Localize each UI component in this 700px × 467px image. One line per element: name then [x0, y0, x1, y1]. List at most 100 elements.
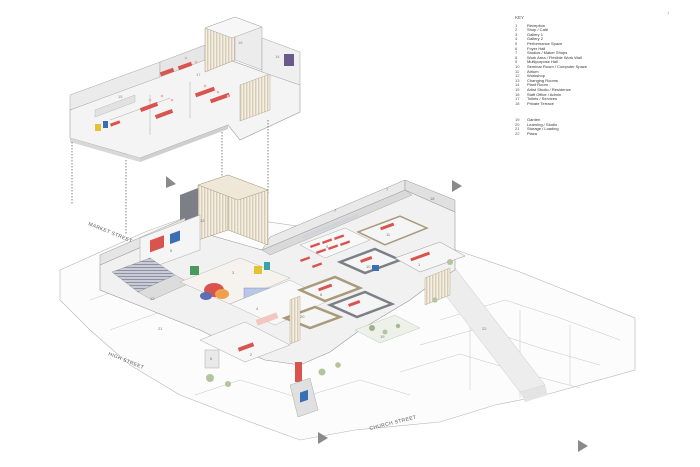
- ground-room-labels: 12 5 3 4 6 2 1 9 10 8 11 7 7 18 19 20 21…: [150, 187, 487, 361]
- legend-item-number: 13: [515, 77, 520, 83]
- legend-item-label: Garden: [527, 117, 541, 123]
- upper-room-number: 17: [196, 72, 201, 77]
- framed-room-d: [326, 290, 396, 319]
- room-number: 7: [334, 208, 337, 213]
- room-number: 21: [158, 326, 163, 331]
- room-number: 18: [430, 196, 435, 201]
- timber-slat-panel-mid: [289, 295, 301, 345]
- legend-item: 22 Plaza: [515, 131, 655, 137]
- room-number: 6: [210, 356, 213, 361]
- legend-item-number: 4: [515, 36, 518, 42]
- reception-area: [199, 321, 291, 363]
- legend-item-label: Performance Space: [527, 40, 563, 46]
- framed-room-a: [356, 215, 429, 246]
- room-number: 8: [320, 292, 323, 297]
- sculpture-blue: [200, 292, 212, 300]
- courtyard-garden: [354, 314, 421, 344]
- view-arrow: [166, 176, 176, 188]
- legend-item-label: Toilets / Services: [527, 96, 558, 102]
- entrance-mark: [295, 362, 302, 382]
- gallery-panel-teal: [264, 262, 270, 270]
- upper-room-number: 16: [238, 40, 243, 45]
- site-plan: [59, 174, 636, 452]
- legend-item-label: Shop / Café: [527, 27, 549, 33]
- legend-item: 8 Work Area / Flexible Work Wall: [515, 54, 655, 61]
- legend-item-number: 18: [515, 100, 520, 106]
- gallery-artwork-blue: [170, 230, 180, 245]
- east-wing-end: [404, 179, 456, 213]
- legend-item-number: 7: [515, 50, 518, 56]
- upper-tower-roof: [204, 16, 263, 39]
- legend-item-number: 8: [515, 54, 518, 60]
- room-number: 1: [418, 262, 421, 267]
- legend-item-number: 14: [515, 82, 520, 88]
- legend-item-number: 12: [515, 73, 520, 79]
- legend-item: 12 Workshop: [515, 74, 655, 79]
- cafe-wall: [204, 349, 220, 369]
- room-number: 7: [386, 187, 389, 192]
- view-arrow: [578, 440, 588, 452]
- legend-item: 10 Seminar Room / Computer Space: [515, 63, 655, 70]
- legend-item-number: 20: [515, 121, 520, 127]
- legend-item: 15 Artist Studio / Residence: [515, 86, 655, 93]
- legend-item-number: 2: [515, 27, 518, 33]
- legend-item: 20 Learning / Studio: [515, 121, 655, 128]
- room-number: 12: [150, 296, 155, 301]
- room-number: 3: [232, 270, 235, 275]
- upper-floor: 15 17 16 14: [69, 16, 301, 162]
- legend-item: 18 Private Terrace: [515, 100, 655, 107]
- room-number: 19: [380, 334, 385, 339]
- legend-item-label: Learning / Studio: [527, 121, 558, 127]
- legend-heading: KEY: [515, 15, 525, 20]
- legend-item-number: 21: [515, 126, 520, 132]
- legend-item-label: Gallery 1: [527, 31, 544, 37]
- legend-item-number: 6: [515, 45, 518, 51]
- upper-floor-edge-right: [140, 125, 228, 162]
- view-arrow: [318, 432, 328, 444]
- timber-tower-top: [197, 174, 269, 201]
- room-number: 9: [326, 244, 329, 249]
- room-number: 11: [386, 232, 391, 237]
- room-number: 2: [250, 352, 253, 357]
- path-tip: [520, 385, 548, 402]
- room-number: 20: [300, 314, 305, 319]
- gallery-artwork-red: [150, 235, 164, 253]
- upper-art-panel: [95, 124, 101, 131]
- timber-slat-panel-right: [424, 267, 451, 306]
- legend-item-label: Studios / Maker Shops: [527, 50, 568, 56]
- legend-item-label: Workshop: [527, 73, 545, 79]
- legend-item-number: 10: [515, 63, 520, 69]
- legend-item-label: Work Area / Flexible Work Wall: [527, 54, 582, 60]
- framed-room-c: [296, 275, 364, 303]
- legend-item-label: Plaza: [527, 131, 538, 137]
- legend-item-number: 3: [515, 31, 518, 37]
- legend-item-number: 1: [515, 22, 518, 28]
- legend-item-number: 15: [515, 86, 520, 92]
- legend-item-number: 11: [515, 68, 520, 74]
- legend-item-label: Seminar Room / Computer Space: [527, 63, 588, 69]
- room-number: 4: [256, 306, 259, 311]
- legend-item-label: Artist Studio / Residence: [527, 86, 571, 92]
- upper-chairs: [148, 56, 230, 102]
- legend-item-number: 22: [515, 131, 520, 137]
- legend-item-label: Staff Office / Admin: [527, 91, 562, 97]
- upper-room-number: 15: [118, 94, 123, 99]
- legend-item-label: Gallery 2: [527, 36, 544, 42]
- legend-item: 4 Gallery 2: [515, 37, 655, 42]
- legend-item: 2 Shop / Café: [515, 28, 655, 33]
- legend-item-label: Private Terrace: [527, 100, 554, 106]
- site-trees: [206, 259, 453, 387]
- legend-item: 19 Garden: [515, 118, 655, 123]
- upper-floor-edge: [70, 138, 140, 162]
- legend-item-number: 19: [515, 117, 520, 123]
- legend-item-label: Foyer Hall: [527, 45, 546, 51]
